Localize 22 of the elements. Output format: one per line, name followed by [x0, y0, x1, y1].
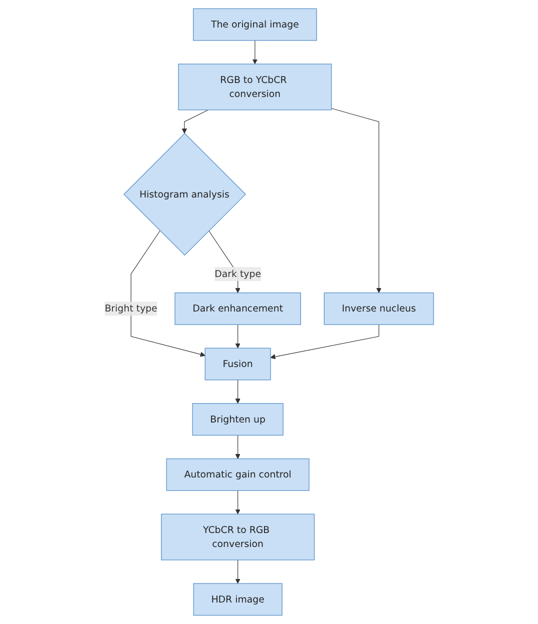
node-box: YCbCR to RGB conversion — [160, 514, 314, 560]
node-box: Brighten up — [192, 403, 284, 436]
edge-label: Dark type — [214, 268, 261, 280]
node-box: RGB to YCbCR conversion — [178, 64, 332, 110]
node-box: Automatic gain control — [166, 458, 310, 491]
arrow — [130, 230, 206, 357]
node-box: Inverse nucleus — [324, 292, 434, 325]
node-box: HDR image — [193, 583, 282, 616]
arrow — [235, 490, 240, 514]
arrow — [235, 380, 240, 404]
node-box: Fusion — [204, 348, 271, 380]
edge-label: Bright type — [104, 302, 158, 314]
arrow — [270, 324, 380, 360]
arrow — [235, 434, 240, 459]
arrow — [331, 108, 382, 294]
arrow — [235, 560, 240, 584]
arrow — [252, 40, 258, 64]
node-box: The original image — [192, 8, 317, 41]
node-diamond: Histogram analysis — [123, 133, 246, 256]
node-box: Dark enhancement — [174, 292, 301, 325]
arrow — [182, 110, 208, 134]
arrow — [235, 324, 240, 348]
